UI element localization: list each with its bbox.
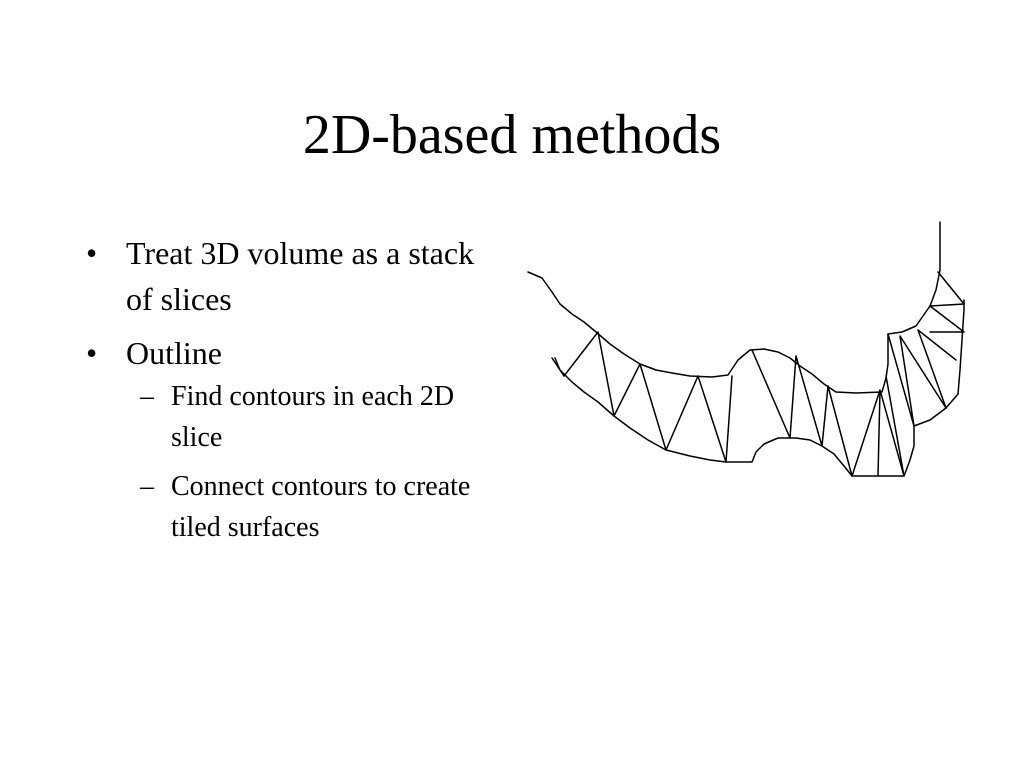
tiling-fan-left (551, 357, 565, 377)
bullet-list: • Treat 3D volume as a stack of slices •… (86, 230, 486, 556)
upper-contour-line (527, 221, 941, 394)
sub-bullet-text: Find contours in each 2D slice (171, 381, 455, 453)
sub-bullet-connect-contours: – Connect contours to create tiled surfa… (86, 466, 486, 548)
sub-bullet-find-contours: – Find contours in each 2D slice (86, 376, 486, 458)
bullet-item-outline: • Outline – Find contours in each 2D sli… (86, 330, 486, 548)
tiling-triangles (563, 271, 965, 477)
slide-title: 2D-based methods (302, 104, 722, 166)
bullet-item-treat-volume: • Treat 3D volume as a stack of slices (86, 230, 486, 322)
bullet-marker: • (86, 235, 98, 271)
bullet-text: Outline (126, 335, 222, 371)
sub-bullet-list: – Find contours in each 2D slice – Conne… (126, 376, 486, 548)
sub-bullet-marker: – (140, 381, 154, 412)
bullet-text: Treat 3D volume as a stack of slices (126, 235, 475, 317)
lower-contour-line (554, 299, 965, 477)
sub-bullet-text: Connect contours to create tiled surface… (171, 471, 471, 543)
bullet-marker: • (86, 335, 98, 371)
sub-bullet-marker: – (140, 471, 154, 502)
